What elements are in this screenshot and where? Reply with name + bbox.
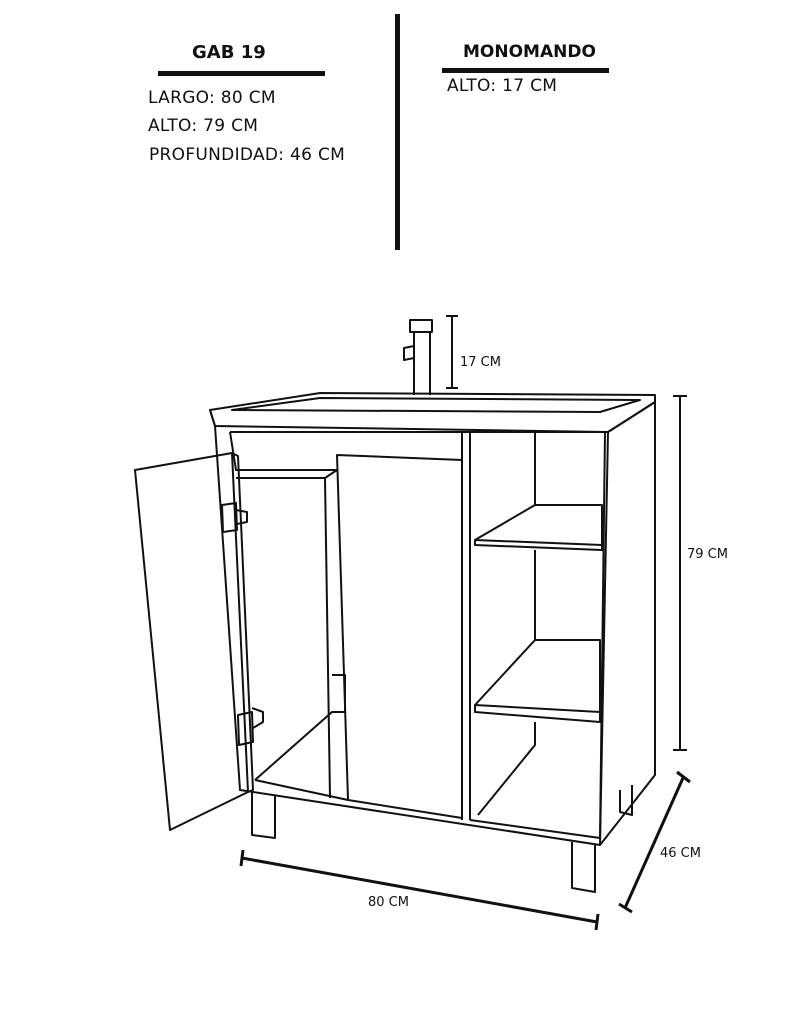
cabinet-spec-largo: LARGO: 80 CM xyxy=(148,88,276,108)
countertop xyxy=(209,392,656,433)
hinge-top-icon xyxy=(221,502,248,533)
hinge-bottom-icon xyxy=(237,707,264,746)
cabinet-title-underline xyxy=(158,71,325,76)
dim-depth: 46 CM xyxy=(660,846,701,861)
cabinet-spec-profundidad: PROFUNDIDAD: 46 CM xyxy=(149,145,346,165)
dim-width: 80 CM xyxy=(368,895,409,910)
open-door xyxy=(134,452,264,831)
cabinet-spec-alto: ALTO: 79 CM xyxy=(148,116,259,136)
legs xyxy=(251,785,633,893)
faucet-spec-alto: ALTO: 17 CM xyxy=(447,76,558,96)
closed-door xyxy=(336,454,463,819)
dimension-lines xyxy=(239,315,691,931)
header-divider xyxy=(395,14,400,250)
dim-height: 79 CM xyxy=(687,547,728,562)
cabinet-title: GAB 19 xyxy=(192,42,266,63)
faucet-title-underline xyxy=(442,68,609,73)
faucet-drawing xyxy=(403,319,433,395)
cabinet-body xyxy=(214,401,656,846)
dim-faucet-height: 17 CM xyxy=(460,355,501,370)
faucet-title: MONOMANDO xyxy=(463,42,596,62)
